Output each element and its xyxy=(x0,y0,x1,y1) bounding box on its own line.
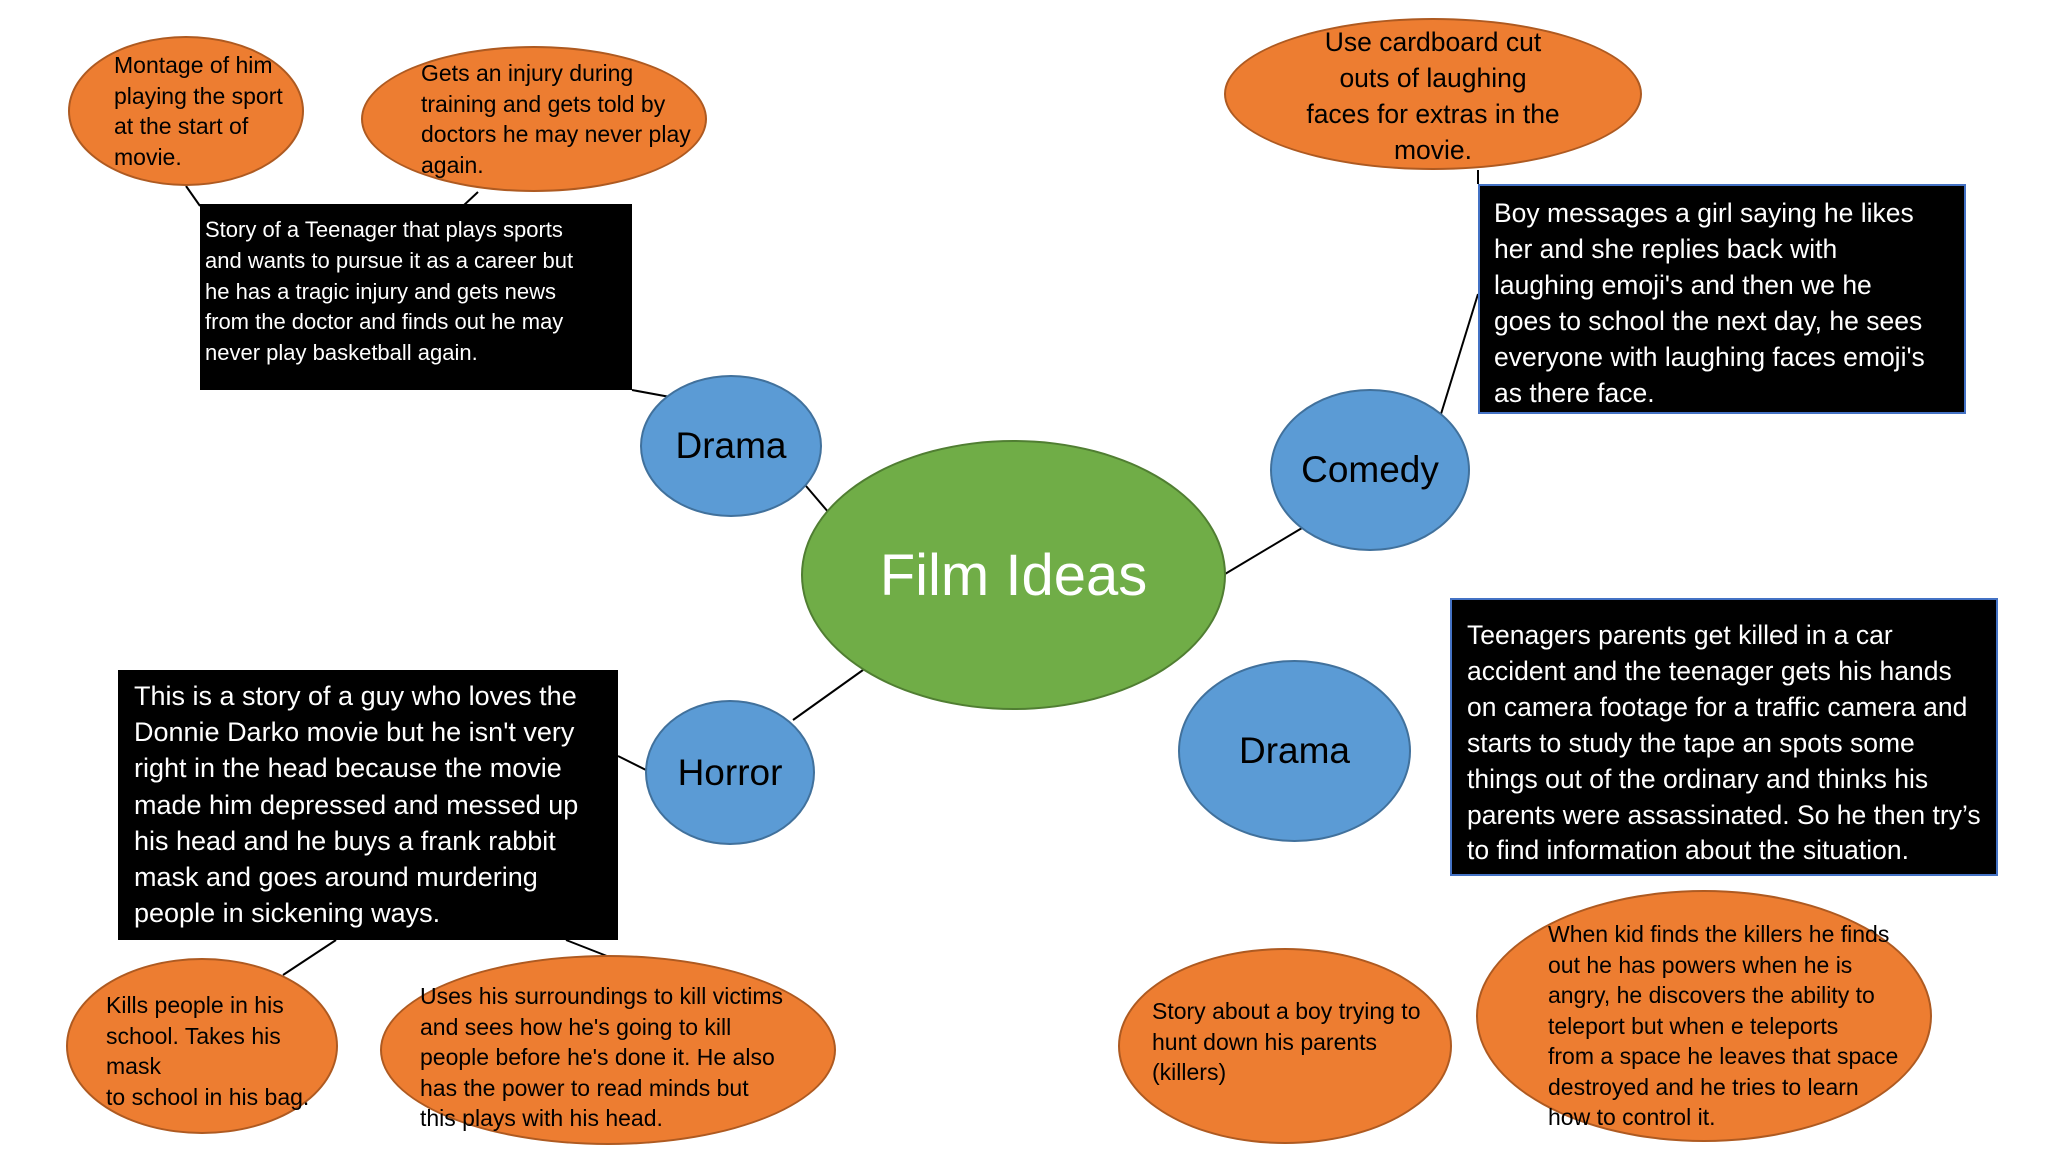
topic-horror-label: Horror xyxy=(677,751,783,793)
connector-horror-box xyxy=(617,755,649,772)
central-node-film-ideas: Film Ideas xyxy=(801,440,1226,710)
note-kills-school-text: Kills people in his school. Takes his ma… xyxy=(106,992,310,1110)
note-hunt-parents-text: Story about a boy trying to hunt down hi… xyxy=(1152,998,1421,1086)
note-cardboard: Use cardboard cut outs of laughing faces… xyxy=(1224,18,1642,170)
note-kills-school: Kills people in his school. Takes his ma… xyxy=(66,958,338,1134)
connector-center-horror xyxy=(792,669,864,721)
topic-drama-top-label: Drama xyxy=(675,425,787,466)
note-surroundings: Uses his surroundings to kill victims an… xyxy=(380,955,836,1145)
note-cardboard-text: Use cardboard cut outs of laughing faces… xyxy=(1306,27,1560,166)
topic-comedy-label: Comedy xyxy=(1301,449,1439,490)
horror-story-box: This is a story of a guy who loves the D… xyxy=(118,670,618,940)
note-powers: When kid finds the killers he finds out … xyxy=(1476,890,1932,1142)
connector-center-comedy xyxy=(1224,527,1303,575)
topic-drama-bottom-label: Drama xyxy=(1238,730,1351,771)
note-injury-text: Gets an injury during training and gets … xyxy=(421,60,691,178)
note-hunt-parents: Story about a boy trying to hunt down hi… xyxy=(1118,948,1452,1144)
topic-horror: Horror xyxy=(645,700,815,845)
note-montage: Montage of him playing the sport at the … xyxy=(68,36,304,186)
connector-box-kills-school xyxy=(282,939,337,976)
topic-drama-top: Drama xyxy=(640,375,822,517)
connector-box-montage xyxy=(185,185,201,207)
drama2-story-box: Teenagers parents get killed in a car ac… xyxy=(1450,598,1998,876)
connector-comedy-box xyxy=(1440,293,1479,415)
note-montage-text: Montage of him playing the sport at the … xyxy=(114,52,283,170)
connector-box-injury xyxy=(462,191,479,207)
note-powers-text: When kid finds the killers he finds out … xyxy=(1548,921,1899,1131)
drama-story-box: Story of a Teenager that plays sports an… xyxy=(200,204,632,390)
connector-drama-top-box xyxy=(631,389,671,398)
topic-comedy: Comedy xyxy=(1270,389,1470,551)
comedy-story-box: Boy messages a girl saying he likes her … xyxy=(1478,184,1966,414)
note-injury: Gets an injury during training and gets … xyxy=(361,46,707,192)
note-surroundings-text: Uses his surroundings to kill victims an… xyxy=(420,983,784,1132)
central-node-label: Film Ideas xyxy=(879,542,1148,608)
topic-drama-bottom: Drama xyxy=(1178,660,1411,842)
